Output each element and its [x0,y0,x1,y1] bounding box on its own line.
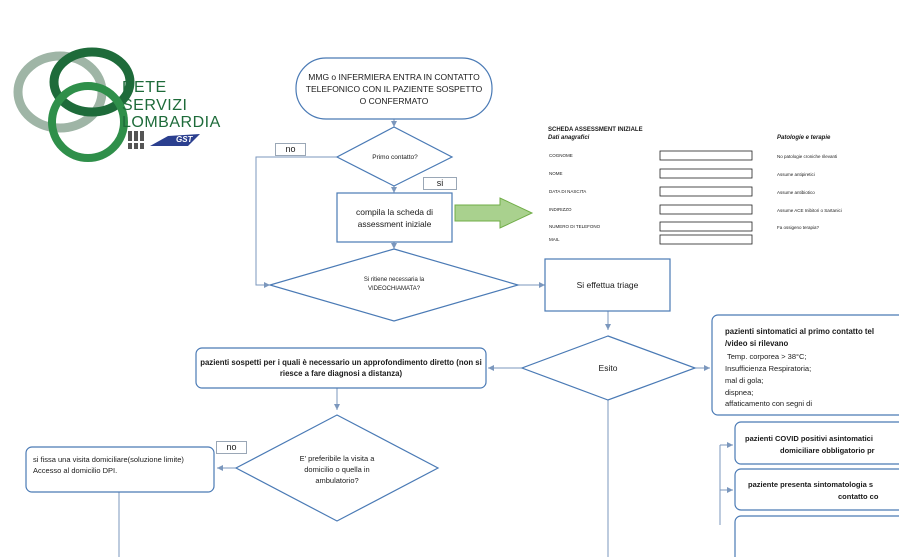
symptomatic-line-7: affaticamento con segni di [725,399,813,408]
decision-home-visit: E' preferibile la visita a domicilio o q… [299,453,375,485]
start-node: MMG o INFERMIERA ENTRA IN CONTATTO TELEF… [305,71,483,106]
symptoms-present-shape [734,468,899,511]
form-field-label: INDIRIZZO [549,207,572,212]
start-node-shape [295,57,493,120]
symptomatic-line-6: dispnea; [725,388,754,397]
symptomatic-line-1: pazienti sintomatici al primo contatto t… [725,327,875,336]
partial-bottom-shape [734,515,899,557]
form-field-label: DATA DI NASCITA [549,189,587,194]
logo-line-1: RETE [122,79,167,96]
assessment-form-title: SCHEDA ASSESSMENT INIZIALE [548,127,643,133]
compile-form-node: compila la scheda di assessment iniziale [355,206,433,229]
triage-shape [544,258,671,312]
triage-node: Si effettua triage [576,280,639,290]
home-visit-shape [25,446,215,493]
logo-badge-text: GST [176,135,193,144]
symptomatic-line-2: /video si rilevano [725,339,789,348]
decision-video: Si ritiene necessaria la VIDEOCHIAMATA? [363,277,425,292]
suspected-node: pazienti sospetti per i quali è necessar… [200,358,482,378]
decision-home-shape [234,414,440,522]
assessment-form-subtitle: Dati anagrafici [548,135,590,141]
symptomatic-line-3: Temp. corporea > 38°C; [727,352,807,361]
rete-servizi-lombardia-logo [13,47,200,162]
covid-positive-line-1: pazienti COVID positivi asintomatici [745,434,873,443]
symptomatic-line-5: mal di gola; [725,376,764,385]
assessment-right-item: Assume antibiotico [777,190,815,195]
logo-line-2: SERVIZI [122,97,188,114]
people-pictogram-icon [128,131,144,149]
decision-video-shape [267,248,521,322]
assessment-form-inputs [659,150,753,245]
big-green-arrow [454,197,534,229]
covid-positive-line-2: domiciliare obbligatorio pr [780,446,875,455]
gst-badge-icon [150,134,200,146]
symptoms-present-line-1: paziente presenta sintomatologia s [748,480,874,489]
symptoms-present-line-2: contatto co [838,492,879,501]
compile-form-shape [336,192,453,243]
form-field-label: NOME [549,171,563,176]
symptomatic-line-4: Insufficienza Respiratoria; [725,364,812,373]
assessment-right-item: Fa ossigeno terapia? [777,225,820,230]
symptomatic-shape [711,314,899,416]
form-field-label: NUMERO DI TELEFONO [549,224,601,229]
decision-esito-shape [520,335,697,401]
arrow-no-to-video [255,156,337,288]
connectors [118,119,733,557]
decision-esito: Esito [598,363,618,373]
label-no-bottom: no [216,441,247,454]
assessment-right-item: Assume ACE Inibitori o Sartanici [777,208,842,213]
home-visit-node: si fissa una visita domiciliare(soluzion… [33,455,184,475]
logo-line-3: LOMBARDIA [122,114,221,131]
form-field-label: MAIL [549,237,560,242]
suspected-shape [195,347,487,389]
assessment-right-item: No patologie croniche rilevanti [777,154,838,159]
covid-positive-shape [734,421,899,465]
label-si: si [423,177,457,190]
assessment-right-item: Assume antipiretici [777,172,815,177]
label-no-top: no [275,143,306,156]
decision-first-contact-shape [335,126,454,187]
form-field-label: COGNOME [549,153,573,158]
assessment-right-title: Patologie e terapie [777,135,831,141]
decision-first-contact: Primo contatto? [372,153,418,161]
